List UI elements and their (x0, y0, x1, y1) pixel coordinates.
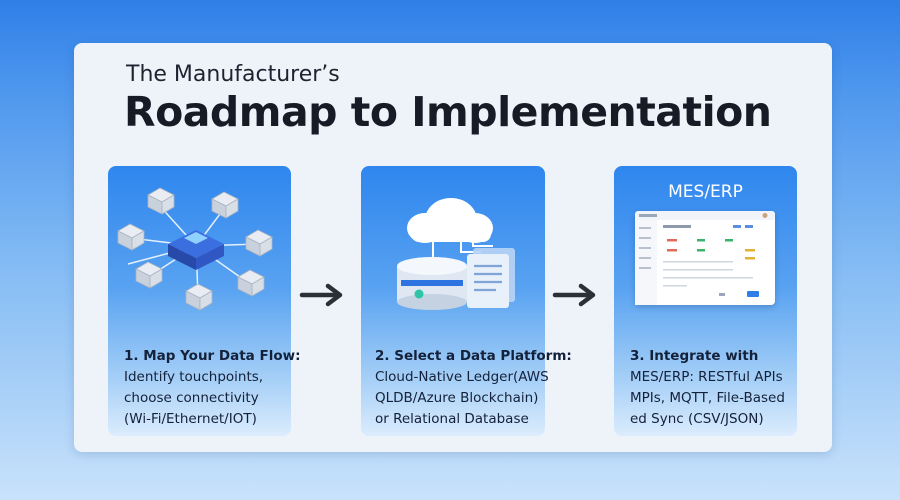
right-arrow-icon (552, 283, 596, 307)
database-cylinder (397, 257, 467, 310)
step-2-title: 2. Select a Data Platform: (375, 348, 572, 364)
erp-dashboard-icon (635, 211, 775, 305)
page-subtitle: The Manufacturer’s (126, 62, 340, 87)
step-card-map-data-flow: 1. Map Your Data Flow: Identify touchpoi… (108, 166, 300, 436)
step-1-line-1: Identify touchpoints, (124, 369, 264, 385)
central-hub (168, 230, 224, 270)
step-1-title: 1. Map Your Data Flow: (124, 348, 301, 364)
step-card-select-platform: 2. Select a Data Platform: Cloud-Native … (361, 166, 572, 436)
cloud-database-icon (397, 198, 515, 310)
step-1-line-3: (Wi-Fi/Ethernet/IOT) (124, 411, 257, 427)
step-3-text: 3. Integrate with MES/ERP: RESTful APIs … (630, 346, 805, 430)
step-2-line-2: QLDB/Azure Blockchain) (375, 390, 539, 406)
step-2-line-1: Cloud-Native Ledger(AWS (375, 369, 549, 385)
step-3-title: 3. Integrate with (630, 348, 759, 364)
step-3-line-2: MPIs, MQTT, File-Based (630, 390, 785, 406)
cloud-shape (407, 198, 493, 243)
mes-erp-label: MES/ERP (668, 182, 743, 202)
step-card-integrate-mes-erp: MES/ERP (614, 166, 797, 436)
network-nodes-icon (117, 187, 273, 311)
right-arrow-icon (299, 283, 343, 307)
step-2-line-3: or Relational Database (375, 411, 529, 427)
step-3-line-3: ed Sync (CSV/JSON) (630, 411, 764, 427)
step-2-text: 2. Select a Data Platform: Cloud-Native … (375, 346, 572, 430)
document-stack (467, 248, 515, 308)
step-1-line-2: choose connectivity (124, 390, 259, 406)
page-title: Roadmap to Implementation (124, 88, 772, 136)
step-3-line-1: MES/ERP: RESTful APIs (630, 369, 783, 385)
erp-dashboard-mockup (635, 211, 775, 305)
step-1-text: 1. Map Your Data Flow: Identify touchpoi… (124, 346, 301, 430)
